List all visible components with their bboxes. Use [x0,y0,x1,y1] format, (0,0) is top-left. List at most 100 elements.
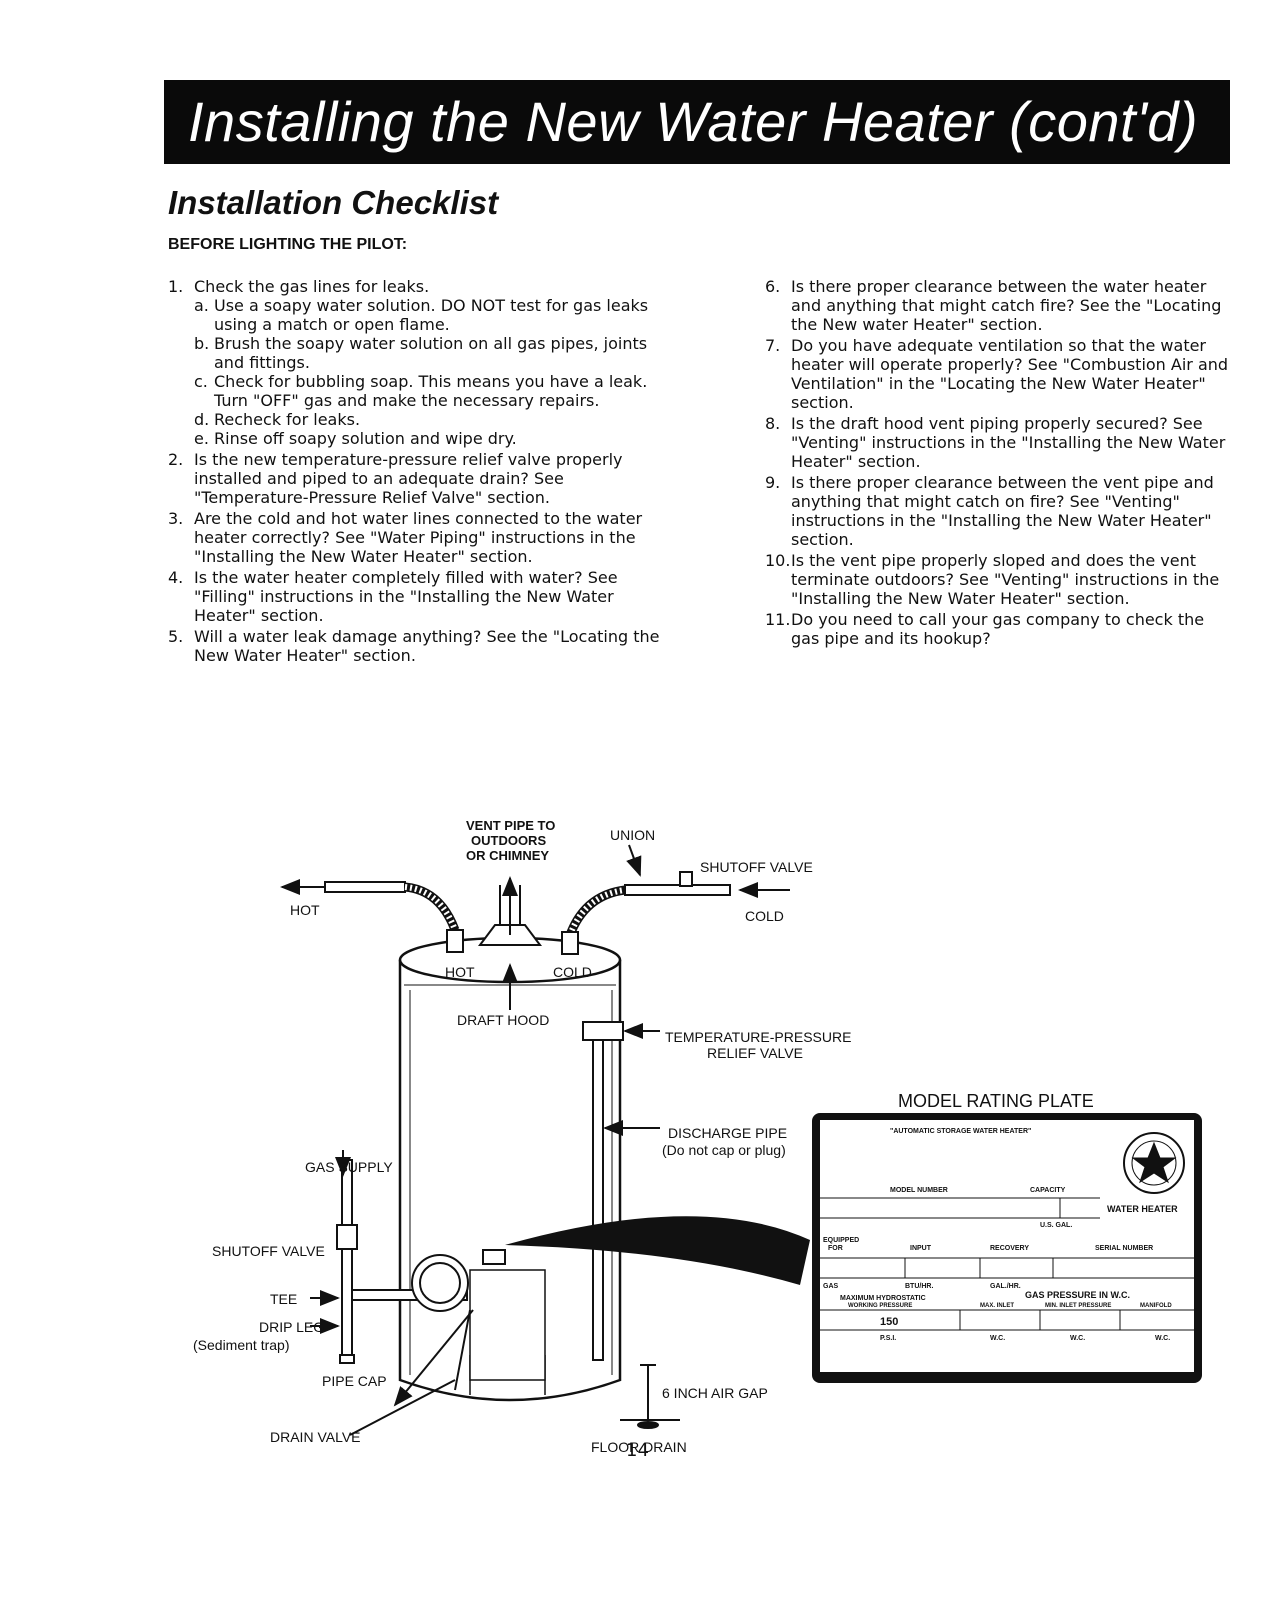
sub-item: a. Use a soapy water solution. DO NOT tes… [194,296,663,334]
item-text: Is there proper clearance between the wa… [791,277,1222,334]
item-text: Check the gas lines for leaks. [194,277,430,296]
label-drain-valve: DRAIN VALVE [270,1429,361,1445]
page-number: 14 [626,1440,649,1461]
plate-gas: GAS [823,1283,839,1290]
label-union: UNION [610,827,655,843]
hot-water-line [280,879,464,953]
item-text: Is there proper clearance between the ve… [791,473,1214,549]
sub-item: d.Recheck for leaks. [194,410,663,429]
item-text: Are the cold and hot water lines connect… [194,509,643,566]
item-text: Is the new temperature-pressure relief v… [194,450,623,507]
item-number: 1. [168,277,184,296]
item-number: 5. [168,627,184,646]
item-number: 10. [765,551,791,570]
label-tank-cold: COLD [553,964,592,980]
sub-text: Use a soapy water solution. DO NOT test … [214,296,649,334]
item-number: 3. [168,509,184,528]
plate-equipped-1: EQUIPPED [823,1237,859,1244]
plate-working-pressure: WORKING PRESSURE [848,1303,912,1309]
checklist-item: 2. Is the new temperature-pressure relief… [168,450,663,507]
plate-wc-1: W.C. [990,1335,1005,1342]
label-shutoff-valve-top: SHUTOFF VALVE [700,859,813,875]
label-vent-pipe-2: OUTDOORS [471,833,546,848]
sub-text: Recheck for leaks. [214,410,361,429]
label-cold: COLD [745,908,784,924]
plate-wc-3: W.C. [1155,1335,1170,1342]
sub-text: Brush the soapy water solution on all ga… [214,334,648,372]
sub-text: Rinse off soapy solution and wipe dry. [214,429,517,448]
checklist-item: 7. Do you have adequate ventilation so th… [765,336,1233,412]
label-tp-valve-1: TEMPERATURE-PRESSURE [665,1029,851,1045]
item-number: 9. [765,473,781,492]
plate-gal-hr: GAL./HR. [990,1283,1021,1290]
checklist-item: 11.Do you need to call your gas company … [765,610,1233,648]
label-tank-hot: HOT [445,964,475,980]
plate-pressure-value: 150 [880,1316,898,1328]
plate-gas-pressure: GAS PRESSURE IN W.C. [1025,1290,1130,1300]
label-discharge-pipe: DISCHARGE PIPE [668,1125,787,1141]
plate-min-inlet: MIN. INLET PRESSURE [1045,1303,1111,1309]
checklist-item: 3. Are the cold and hot water lines conne… [168,509,663,566]
label-sediment-trap: (Sediment trap) [193,1337,289,1353]
plate-us-gal: U.S. GAL. [1040,1222,1072,1229]
item-text: Do you need to call your gas company to … [791,610,1205,648]
label-floor-drain: FLOOR DRAIN [591,1439,687,1455]
checklist-left-column: 1. Check the gas lines for leaks. a. Use … [168,277,663,667]
sub-letter: a. [194,296,209,315]
label-shutoff-valve-side: SHUTOFF VALVE [212,1243,325,1259]
plate-max-hydro: MAXIMUM HYDROSTATIC [840,1295,926,1302]
item-number: 4. [168,568,184,587]
label-hot: HOT [290,902,320,918]
checklist-item: 9. Is there proper clearance between the … [765,473,1233,549]
cold-water-line [561,871,790,955]
checklist-item: 4. Is the water heater completely filled … [168,568,663,625]
subheading: BEFORE LIGHTING THE PILOT: [168,236,408,253]
item-text: Do you have adequate ventilation so that… [791,336,1229,412]
sub-letter: e. [194,429,209,448]
plate-max-inlet: MAX. INLET [980,1303,1014,1309]
label-drip-leg: DRIP LEG [259,1319,324,1335]
plate-psi: P.S.I. [880,1335,896,1342]
checklist-item: 10.Is the vent pipe properly sloped and … [765,551,1233,608]
sub-letter: b. [194,334,210,353]
sub-item: e. Rinse off soapy solution and wipe dry. [194,429,663,448]
label-gas-supply: GAS SUPPLY [305,1159,393,1175]
item-number: 8. [765,414,781,433]
label-vent-pipe-1: VENT PIPE TO [466,818,555,833]
draft-hood [478,876,542,946]
item-number: 7. [765,336,781,355]
label-air-gap: 6 INCH AIR GAP [662,1385,768,1401]
item-text: Is the vent pipe properly sloped and doe… [791,551,1220,608]
label-tee: TEE [270,1291,297,1307]
plate-model-number: MODEL NUMBER [890,1187,948,1194]
plate-recovery: RECOVERY [990,1245,1029,1252]
rating-plate-pointer [505,1216,810,1285]
plate-serial-number: SERIAL NUMBER [1095,1245,1153,1252]
item-number: 11. [765,610,791,629]
sub-letter: c. [194,372,208,391]
plate-btu: BTU/HR. [905,1283,933,1290]
page-banner: Installing the New Water Heater (cont'd) [164,80,1230,164]
rating-plate-title: MODEL RATING PLATE [898,1091,1094,1111]
checklist-right-column: 6. Is there proper clearance between the … [765,277,1233,650]
checklist-item: 5.Will a water leak damage anything? See… [168,627,663,665]
item-number: 2. [168,450,184,469]
plate-capacity: CAPACITY [1030,1187,1066,1194]
air-gap-indicator [620,1364,680,1429]
sub-letter: d. [194,410,210,429]
sub-text: Check for bubbling soap. This means you … [214,372,648,410]
checklist-item: 8.Is the draft hood vent piping properly… [765,414,1233,471]
plate-equipped-2: FOR [828,1245,843,1252]
item-number: 6. [765,277,781,296]
checklist-item: 1. Check the gas lines for leaks. a. Use … [168,277,663,448]
sub-item: c. Check for bubbling soap. This means yo… [194,372,663,410]
checklist-item: 6. Is there proper clearance between the … [765,277,1233,334]
item-text: Is the water heater completely filled wi… [194,568,618,625]
label-tp-valve-2: RELIEF VALVE [707,1045,803,1061]
label-draft-hood: DRAFT HOOD [457,1012,549,1028]
label-discharge-note: (Do not cap or plug) [662,1142,786,1158]
plate-water-heater: WATER HEATER [1107,1204,1178,1214]
sub-item: b.Brush the soapy water solution on all … [194,334,663,372]
label-vent-pipe-3: OR CHIMNEY [466,848,549,863]
